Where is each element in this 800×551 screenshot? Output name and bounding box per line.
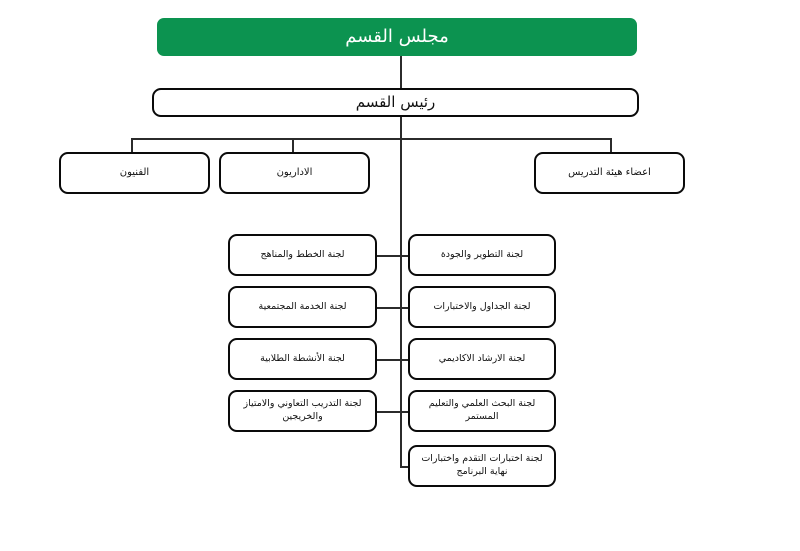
node-department-head-label: رئيس القسم [355,93,436,112]
node-faculty-members[interactable]: اعضاء هيئة التدريس [534,152,685,194]
node-committee-schedules-exams-label: لجنة الجداول والاختبارات [433,300,531,312]
node-committee-schedules-exams[interactable]: لجنة الجداول والاختبارات [408,286,556,328]
node-committee-academic-advising[interactable]: لجنة الارشاد الاكاديمي [408,338,556,380]
node-committee-plans-curricula-label: لجنة الخطط والمناهج [260,248,345,260]
node-committee-progress-exit-exams-label: لجنة اختبارات التقدم واختبارات نهاية الب… [421,453,543,477]
connector-drop-technicians [131,138,133,152]
node-committee-development-quality-label: لجنة التطوير والجودة [440,248,524,260]
node-committee-student-activities[interactable]: لجنة الأنشطة الطلابية [228,338,377,380]
node-administrators-label: الاداريون [276,167,313,179]
connector-unit-bus [131,138,611,140]
connector-drop-administrators [292,138,294,152]
connector-stub-right-2 [400,307,409,309]
node-department-council-label: مجلس القسم [345,25,449,47]
node-committee-community-service[interactable]: لجنة الخدمة المجتمعية [228,286,377,328]
connector-stub-left-4 [377,411,401,413]
node-committee-progress-exit-exams[interactable]: لجنة اختبارات التقدم واختبارات نهاية الب… [408,445,556,487]
node-technicians-label: الفنيون [119,167,150,179]
connector-stub-right-4 [400,411,409,413]
connector-stub-left-3 [377,359,401,361]
node-faculty-members-label: اعضاء هيئة التدريس [568,167,651,179]
node-committee-research-continuing-education[interactable]: لجنة البحث العلمي والتعليم المستمر [408,390,556,432]
connector-stub-right-5 [400,466,409,468]
node-committee-coop-training-graduates[interactable]: لجنة التدريب التعاوني والامتياز والخريجي… [228,390,377,432]
connector-committee-spine [400,117,402,467]
node-committee-development-quality[interactable]: لجنة التطوير والجودة [408,234,556,276]
node-committee-research-continuing-education-label: لجنة البحث العلمي والتعليم المستمر [428,398,536,422]
connector-drop-faculty [610,138,612,152]
node-committee-plans-curricula[interactable]: لجنة الخطط والمناهج [228,234,377,276]
node-committee-academic-advising-label: لجنة الارشاد الاكاديمي [438,352,526,364]
connector-stub-right-3 [400,359,409,361]
node-department-head[interactable]: رئيس القسم [152,88,639,117]
node-administrators[interactable]: الاداريون [219,152,370,194]
node-committee-student-activities-label: لجنة الأنشطة الطلابية [260,352,345,364]
node-committee-community-service-label: لجنة الخدمة المجتمعية [258,300,347,312]
node-department-council[interactable]: مجلس القسم [157,18,637,56]
node-technicians[interactable]: الفنيون [59,152,210,194]
connector-root-to-head [400,56,402,88]
connector-stub-right-1 [400,255,409,257]
node-committee-coop-training-graduates-label: لجنة التدريب التعاوني والامتياز والخريجي… [243,398,362,422]
connector-stub-left-2 [377,307,401,309]
connector-stub-left-1 [377,255,401,257]
